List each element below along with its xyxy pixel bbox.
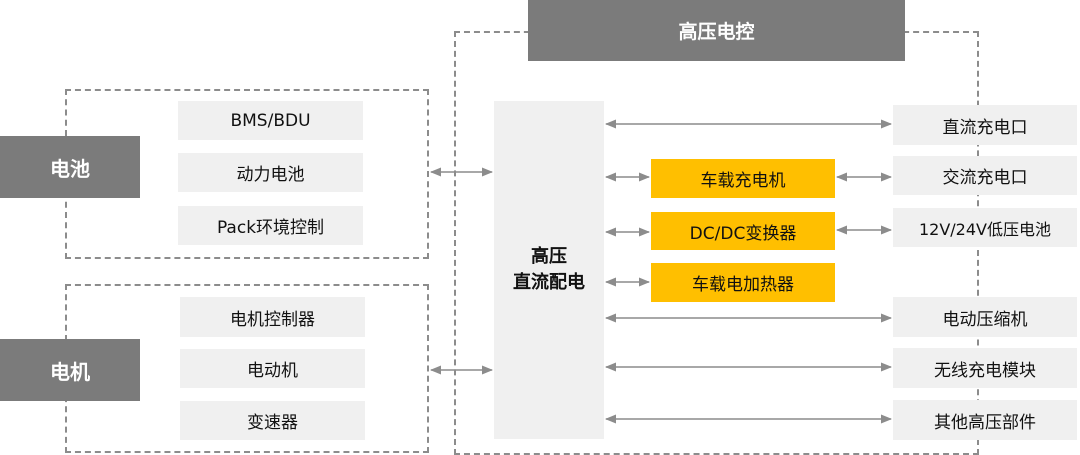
hub-label-line1: 高压 [531,246,567,267]
dc-charging-port-box: 直流充电口 [893,105,1077,145]
wireless-charging-box: 无线充电模块 [893,348,1077,388]
hub-label-line2: 直流配电 [513,272,585,293]
hv-dc-distribution-box: 高压 直流配电 [494,101,604,439]
battery-label: 电池 [0,136,140,198]
other-hv-parts-box: 其他高压部件 [893,400,1077,440]
pack-thermal-control-box: Pack环境控制 [178,206,363,245]
onboard-heater-box: 车载电加热器 [651,263,835,302]
motor-controller-box: 电机控制器 [180,297,365,337]
electric-compressor-box: 电动压缩机 [893,297,1077,337]
transmission-box: 变速器 [180,401,365,440]
power-battery-box: 动力电池 [178,153,363,192]
bms-bdu-box: BMS/BDU [178,101,363,140]
dcdc-converter-box: DC/DC变换器 [651,212,835,250]
ac-charging-port-box: 交流充电口 [893,156,1077,195]
hv-control-header: 高压电控 [528,0,905,61]
lv-battery-box: 12V/24V低压电池 [893,208,1077,247]
onboard-charger-box: 车载充电机 [651,159,835,198]
electric-motor-box: 电动机 [180,349,365,388]
motor-label: 电机 [0,339,140,401]
